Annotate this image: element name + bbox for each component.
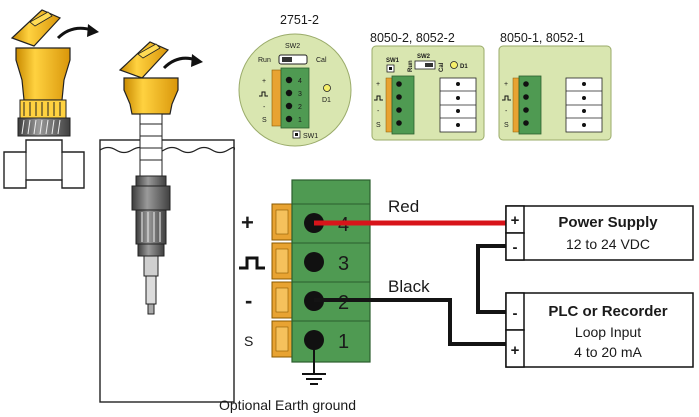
sw2-label: SW2 <box>285 43 300 50</box>
sensor-cap-icon <box>118 41 170 79</box>
sw1-label: SW1 <box>303 133 318 140</box>
terminal-block-mini <box>518 75 542 135</box>
run-label: Run <box>258 57 271 64</box>
tank <box>99 139 235 403</box>
pulse-icon <box>374 95 383 101</box>
svg-text:+: + <box>504 81 508 88</box>
red-wire-label: Red <box>388 197 419 216</box>
model-label-8050-1: 8050-1, 8052-1 <box>500 31 585 45</box>
run-label: Run <box>408 60 414 72</box>
cal-label: Cal <box>439 62 445 72</box>
d1-label: D1 <box>322 97 331 104</box>
pulse-icon <box>502 95 511 101</box>
svg-text:S: S <box>262 117 267 124</box>
pulse-icon <box>259 91 268 97</box>
model-label-8050-2: 8050-2, 8052-2 <box>370 31 455 45</box>
power-supply-title: Power Supply <box>558 214 658 231</box>
cal-label: Cal <box>316 57 327 64</box>
plc-title: PLC or Recorder <box>548 303 667 320</box>
board-2751: SW2 Run Cal 4 3 2 1 + - S D1 SW1 <box>238 33 352 147</box>
plc-plus: + <box>511 342 520 359</box>
terminal-number-1: 1 <box>338 331 349 353</box>
power-supply-subtitle: 12 to 24 VDC <box>566 236 650 252</box>
svg-text:-: - <box>505 108 508 115</box>
svg-text:-: - <box>377 108 380 115</box>
arrow-head-icon <box>191 54 203 67</box>
d1-led-icon <box>450 61 458 69</box>
svg-text:S: S <box>376 122 381 129</box>
loop-wire <box>476 244 508 314</box>
terminal-block-mini <box>280 67 310 129</box>
frequency-pulse-icon <box>239 256 265 270</box>
svg-text:-: - <box>263 104 266 111</box>
terminal-tabs <box>271 69 282 127</box>
d1-led-icon <box>323 84 331 92</box>
power-supply-minus: - <box>513 239 518 256</box>
svg-text:3: 3 <box>298 91 302 98</box>
svg-text:+: + <box>262 78 266 85</box>
shield-symbol: S <box>244 333 253 349</box>
sensor-fitting-illustration <box>3 9 99 189</box>
terminal-block-mini <box>391 75 415 135</box>
plus-symbol: + <box>241 210 254 235</box>
plc-line2: 4 to 20 mA <box>574 344 642 360</box>
minus-symbol: - <box>245 288 252 313</box>
svg-text:S: S <box>504 122 509 129</box>
terminal-number-3: 3 <box>338 253 349 275</box>
black-wire-label: Black <box>388 277 430 296</box>
plc-line1: Loop Input <box>575 324 641 340</box>
sensor-cap-icon <box>10 9 62 47</box>
sw1-label: SW1 <box>386 58 400 64</box>
water-surface <box>99 146 236 154</box>
terminal-block: 4 3 2 1 <box>271 179 371 363</box>
d1-label: D1 <box>460 64 468 70</box>
black-wire <box>314 298 508 346</box>
submersible-sensor-illustration <box>99 41 236 403</box>
svg-text:1: 1 <box>298 117 302 124</box>
sw2-label: SW2 <box>417 54 431 60</box>
arrow-icon <box>56 26 93 40</box>
svg-text:2: 2 <box>298 104 302 111</box>
plc-minus: - <box>513 305 518 322</box>
terminal-number-2: 2 <box>338 292 349 314</box>
svg-text:+: + <box>376 81 380 88</box>
plc-recorder-box: - + PLC or Recorder Loop Input 4 to 20 m… <box>505 292 694 368</box>
svg-text:4: 4 <box>298 78 302 85</box>
arrow-head-icon <box>87 24 99 37</box>
model-label-2751: 2751-2 <box>280 13 319 27</box>
ground-label: Optional Earth ground <box>219 397 356 413</box>
power-supply-box: + - Power Supply 12 to 24 VDC <box>505 205 694 261</box>
earth-ground-icon <box>302 340 326 385</box>
board-8050-2: SW1 SW2 Run Cal D1 + - S <box>371 45 485 141</box>
board-8050-1: + - S <box>498 45 612 141</box>
power-supply-plus: + <box>511 212 520 229</box>
terminal-screw-3 <box>304 252 324 272</box>
